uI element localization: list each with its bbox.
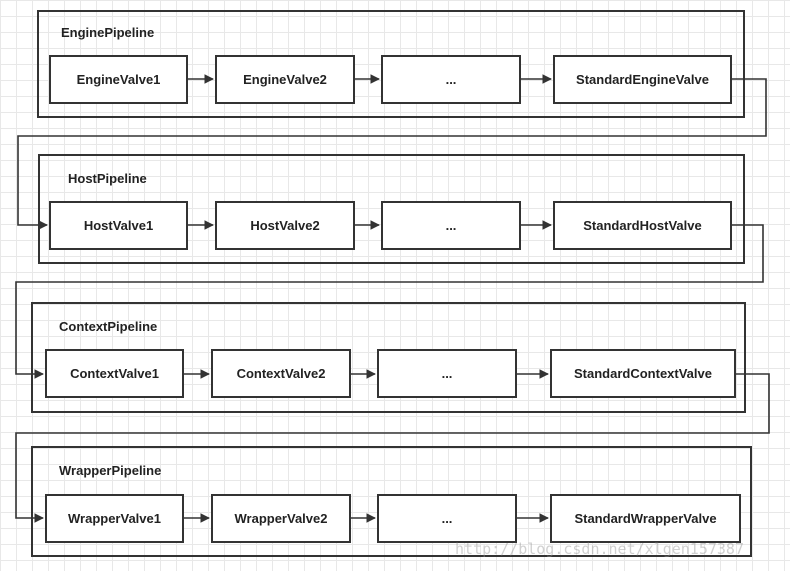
standard-wrapper-valve: StandardWrapperValve	[550, 494, 741, 543]
arrow-engine-to-host	[17, 78, 767, 230]
host-valve-1: HostValve1	[49, 201, 188, 250]
standard-host-valve: StandardHostValve	[553, 201, 732, 250]
host-valve-2: HostValve2	[215, 201, 355, 250]
wrapper-pipeline-title: WrapperPipeline	[59, 463, 162, 478]
host-valve-ellipsis: ...	[381, 201, 521, 250]
engine-pipeline	[37, 10, 745, 118]
wrapper-valve-2: WrapperValve2	[211, 494, 351, 543]
context-pipeline	[31, 302, 746, 413]
engine-valve-ellipsis: ...	[381, 55, 521, 104]
host-pipeline-title: HostPipeline	[68, 171, 147, 186]
standard-engine-valve: StandardEngineValve	[553, 55, 732, 104]
arrow-host-to-context	[15, 224, 764, 379]
engine-pipeline-title: EnginePipeline	[61, 25, 155, 40]
wrapper-valve-1: WrapperValve1	[45, 494, 184, 543]
context-valve-ellipsis: ...	[377, 349, 517, 398]
wrapper-pipeline	[31, 446, 752, 557]
context-valve-1: ContextValve1	[45, 349, 184, 398]
watermark: http://blog.csdn.net/xlgen157387	[455, 540, 744, 558]
arrow-context-to-wrapper	[15, 373, 770, 523]
engine-valve-2: EngineValve2	[215, 55, 355, 104]
context-pipeline-title: ContextPipeline	[59, 319, 158, 334]
host-pipeline	[38, 154, 745, 264]
standard-context-valve: StandardContextValve	[550, 349, 736, 398]
wrapper-valve-ellipsis: ...	[377, 494, 517, 543]
context-valve-2: ContextValve2	[211, 349, 351, 398]
engine-valve-1: EngineValve1	[49, 55, 188, 104]
